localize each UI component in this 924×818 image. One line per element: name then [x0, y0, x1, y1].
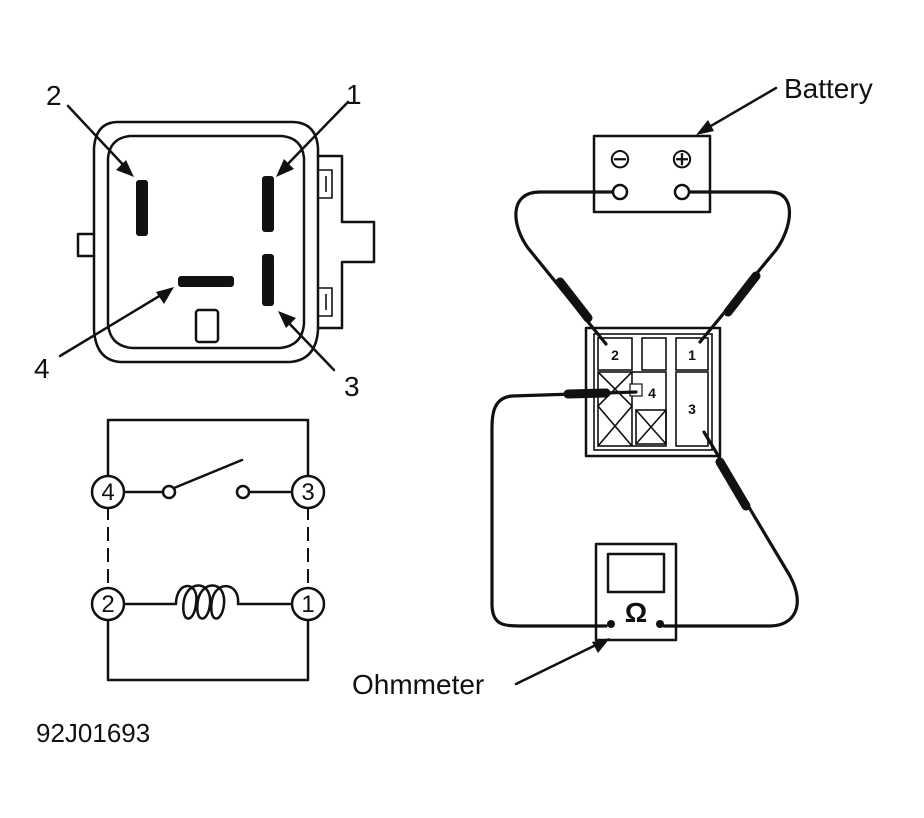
connector-label-2: 2: [46, 80, 62, 111]
battery-label: Battery: [784, 73, 873, 104]
ohmmeter: Ω: [594, 542, 678, 642]
pin-leader-arrows: [58, 100, 350, 372]
ohmmeter-probe-jack-right: [656, 620, 664, 628]
battery-negative-symbol: ⊖: [608, 143, 631, 174]
svg-text:2: 2: [611, 347, 619, 363]
relay-terminal-1: [675, 337, 709, 371]
battery-negative-lead: [514, 190, 614, 346]
ohmmeter-display: [606, 552, 666, 594]
ohmmeter-lead-terminal-4: [490, 388, 638, 628]
schematic-terminal-1: 1: [290, 586, 326, 622]
relay-empty-cavity: [635, 409, 667, 445]
schematic-terminal-2: 2: [90, 586, 126, 622]
connector-label-4: 4: [34, 353, 50, 384]
connector-pin-3: [262, 254, 274, 306]
ohmmeter-label-arrow: [514, 638, 610, 686]
connector-label-1: 1: [346, 79, 362, 110]
ohmmeter-label: Ohmmeter: [352, 669, 484, 700]
battery: ⊖ ⊕: [592, 134, 712, 214]
svg-text:4: 4: [101, 479, 114, 506]
battery-positive-post: [673, 183, 691, 201]
svg-text:3: 3: [301, 479, 314, 506]
battery-positive-lead: [688, 190, 792, 344]
schematic-terminal-4: 4: [90, 474, 126, 510]
battery-positive-symbol: ⊕: [670, 143, 693, 174]
battery-label-arrow: [696, 86, 778, 135]
svg-text:2: 2: [101, 591, 114, 618]
connector-pin-4: [178, 276, 234, 287]
svg-text:1: 1: [688, 347, 696, 363]
ohmmeter-lead-terminal-3: [662, 430, 799, 628]
relay-coil: [124, 584, 292, 620]
svg-text:3: 3: [688, 401, 696, 417]
relay-connector: [76, 120, 376, 364]
connector-pin-1: [262, 176, 274, 232]
ohmmeter-probe-jack-left: [607, 620, 615, 628]
connector-key-slot: [194, 308, 220, 344]
relay-center-slot: [641, 337, 667, 371]
relay-terminal-4: 4: [648, 385, 656, 401]
schematic-terminal-3: 3: [290, 474, 326, 510]
relay-terminal-2: [597, 337, 633, 371]
relay-schematic: 4 3 2 1: [90, 418, 326, 682]
battery-negative-post: [611, 183, 629, 201]
svg-text:1: 1: [301, 591, 314, 618]
connector-pin-2: [136, 180, 148, 236]
relay-terminal-3: [675, 371, 709, 447]
connector-label-3: 3: [344, 371, 360, 402]
relay-switch: [124, 458, 292, 500]
ohm-symbol: Ω: [625, 597, 647, 628]
figure-id: 92J01693: [36, 718, 150, 748]
